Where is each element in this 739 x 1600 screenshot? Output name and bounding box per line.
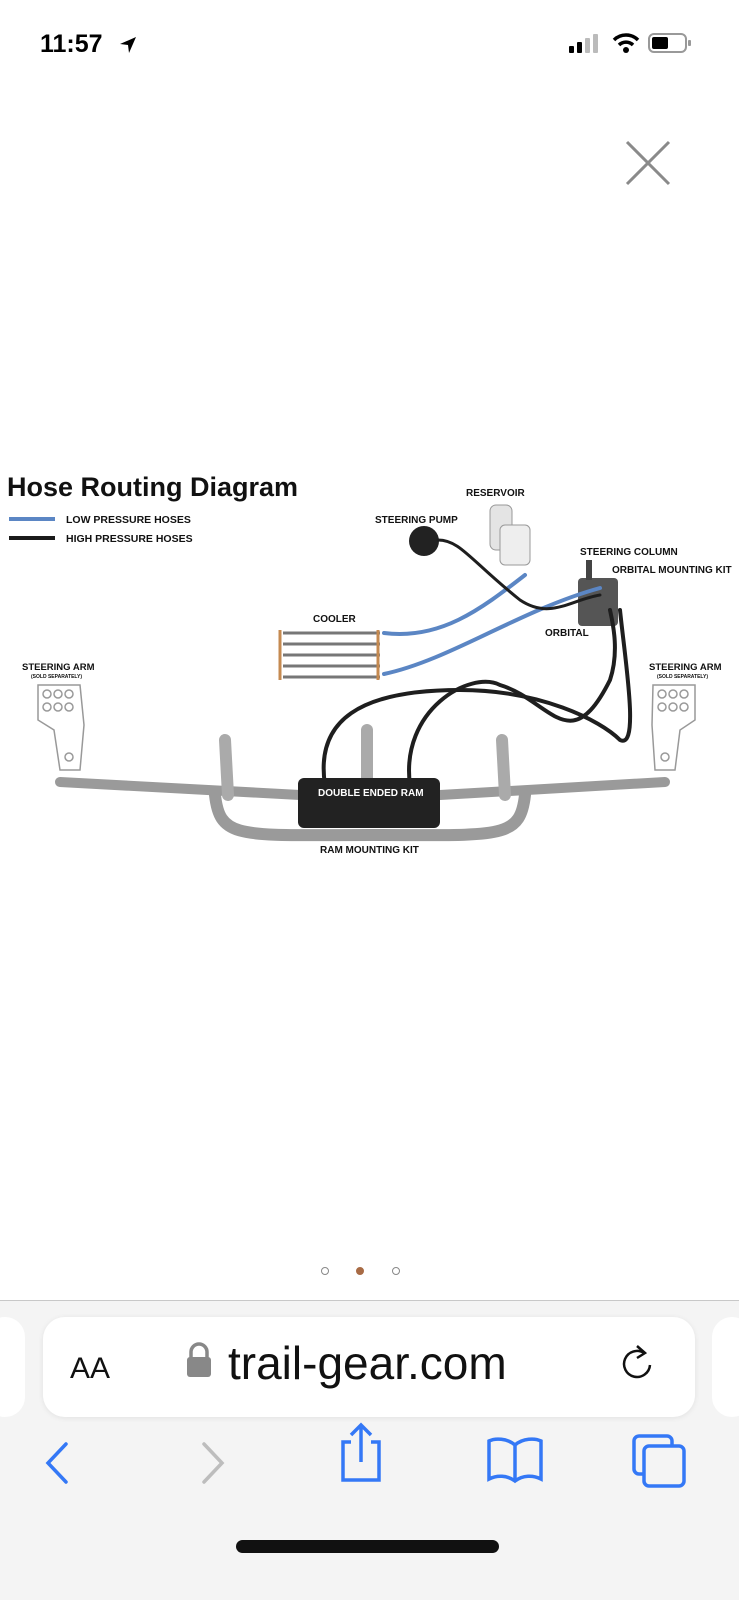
cellular-signal-icon <box>569 34 598 53</box>
home-indicator[interactable] <box>236 1540 499 1553</box>
hoses <box>321 538 633 787</box>
steering-arm-left <box>37 684 85 771</box>
bookmarks-icon[interactable] <box>485 1435 545 1485</box>
previous-tab-card[interactable] <box>0 1317 25 1417</box>
label-steering-column: STEERING COLUMN <box>580 547 678 558</box>
label-steering-arm-right-note: (SOLD SEPARATELY) <box>657 674 708 680</box>
back-icon[interactable] <box>40 1440 74 1486</box>
lock-icon <box>187 1342 211 1377</box>
diagram-title: Hose Routing Diagram <box>7 472 298 502</box>
wifi-icon <box>612 33 640 53</box>
reload-icon[interactable] <box>620 1343 656 1383</box>
share-icon[interactable] <box>337 1422 385 1484</box>
label-reservoir: RESERVOIR <box>466 488 525 499</box>
location-arrow-icon <box>120 37 136 53</box>
text-size-button[interactable]: AA <box>70 1352 111 1385</box>
address-bar[interactable] <box>43 1317 695 1417</box>
double-ended-ram-shape <box>298 778 440 828</box>
hose-routing-diagram: Hose Routing Diagram LOW PRESSURE HOSES … <box>7 472 732 856</box>
tabs-icon[interactable] <box>630 1433 688 1489</box>
page-dot-3[interactable] <box>392 1267 400 1275</box>
page-dot-2-active[interactable] <box>356 1267 364 1275</box>
cooler-shape <box>278 630 380 680</box>
reservoir-shape <box>489 504 531 566</box>
page-indicator[interactable] <box>318 1265 408 1279</box>
url-text[interactable]: trail-gear.com <box>228 1337 507 1389</box>
status-time: 11:57 <box>40 30 103 58</box>
tie-rod-assembly <box>55 724 670 842</box>
close-icon[interactable] <box>625 140 671 186</box>
label-double-ended-ram: DOUBLE ENDED RAM <box>318 788 424 799</box>
label-orbital-mounting-kit: ORBITAL MOUNTING KIT <box>612 565 732 576</box>
forward-icon[interactable] <box>196 1440 230 1486</box>
label-cooler: COOLER <box>313 614 357 625</box>
legend-high-pressure-label: HIGH PRESSURE HOSES <box>66 533 193 545</box>
label-ram-mounting-kit: RAM MOUNTING KIT <box>320 845 419 856</box>
label-steering-arm-left-note: (SOLD SEPARATELY) <box>31 674 82 680</box>
label-steering-arm-left: STEERING ARM <box>22 662 95 673</box>
label-orbital: ORBITAL <box>545 628 589 639</box>
next-tab-card[interactable] <box>712 1317 739 1417</box>
steering-pump-shape <box>409 526 439 556</box>
label-steering-arm-right: STEERING ARM <box>649 662 722 673</box>
steering-arm-right <box>651 684 696 771</box>
page-dot-1[interactable] <box>321 1267 329 1275</box>
battery-icon <box>648 33 691 53</box>
legend-low-pressure-label: LOW PRESSURE HOSES <box>66 514 191 526</box>
label-steering-pump: STEERING PUMP <box>375 515 458 526</box>
